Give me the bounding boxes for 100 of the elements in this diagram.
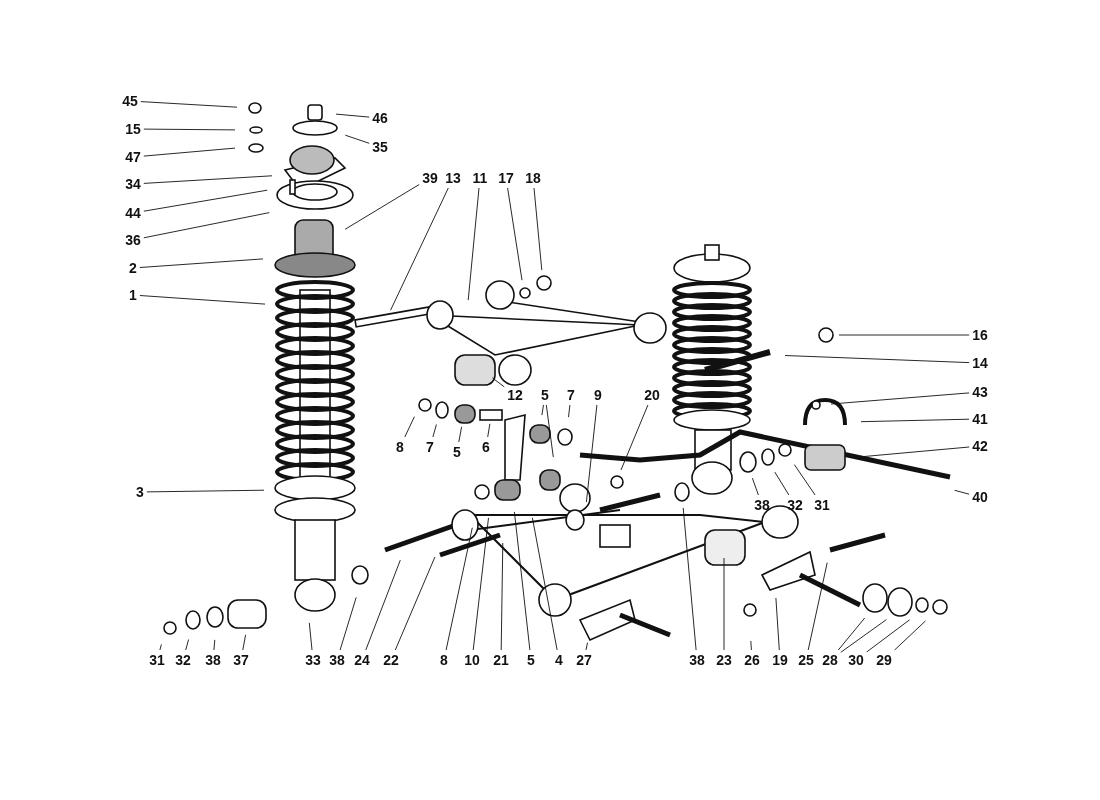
callout-number: 9	[593, 387, 603, 403]
callout-number: 18	[524, 170, 542, 186]
callout-number: 16	[971, 327, 989, 343]
leader-line	[143, 128, 236, 131]
leader-line	[723, 557, 725, 651]
callout-number: 7	[566, 387, 576, 403]
callout-number: 31	[148, 652, 166, 668]
leader-line	[830, 392, 970, 405]
leader-line	[775, 597, 780, 651]
callout-number: 47	[124, 149, 142, 165]
callout-number: 33	[304, 652, 322, 668]
callout-number: 19	[771, 652, 789, 668]
callout-number: 14	[971, 355, 989, 371]
leader-line	[954, 489, 970, 495]
callout-number: 12	[506, 387, 524, 403]
leader-line	[394, 556, 436, 651]
leader-line	[793, 464, 816, 496]
callout-number: 20	[643, 387, 661, 403]
callout-number: 34	[124, 176, 142, 192]
leader-line	[404, 416, 415, 438]
leader-line	[751, 477, 759, 496]
leader-line	[339, 596, 357, 651]
callout-number: 37	[232, 652, 250, 668]
callout-number: 30	[847, 652, 865, 668]
callout-number: 15	[124, 121, 142, 137]
leader-line	[585, 642, 588, 651]
callout-number: 23	[715, 652, 733, 668]
leader-line	[750, 640, 752, 651]
callout-number: 8	[395, 439, 405, 455]
leader-line	[242, 634, 247, 651]
callout-number: 39	[421, 170, 439, 186]
leader-line	[139, 295, 266, 305]
callout-number: 38	[688, 652, 706, 668]
leader-line	[146, 489, 265, 493]
leader-line	[432, 424, 437, 438]
callout-number: 11	[471, 170, 489, 186]
callout-number: 31	[813, 497, 831, 513]
leader-line	[807, 562, 828, 651]
callout-number: 13	[444, 170, 462, 186]
leader-line	[620, 404, 649, 471]
leader-line	[491, 377, 505, 388]
callout-number: 3	[135, 484, 145, 500]
callout-number: 22	[382, 652, 400, 668]
callout-number: 45	[121, 93, 139, 109]
callout-number: 2	[128, 260, 138, 276]
callout-number: 44	[124, 205, 142, 221]
callout-number: 6	[481, 439, 491, 455]
leader-line	[507, 187, 523, 281]
callout-number: 27	[575, 652, 593, 668]
callout-number: 38	[753, 497, 771, 513]
callout-number: 4	[554, 652, 564, 668]
callout-number: 1	[128, 287, 138, 303]
leader-line	[143, 212, 270, 239]
callout-number: 7	[425, 439, 435, 455]
callout-number: 25	[797, 652, 815, 668]
callout-number: 36	[124, 232, 142, 248]
leader-line	[541, 404, 544, 416]
callout-number: 32	[786, 497, 804, 513]
leader-line	[784, 355, 970, 364]
callout-number: 35	[371, 139, 389, 155]
leader-line	[533, 187, 543, 271]
callout-number: 32	[174, 652, 192, 668]
leader-line	[840, 619, 887, 653]
callout-number: 40	[971, 489, 989, 505]
leader-line	[185, 639, 190, 651]
leader-line	[585, 404, 598, 503]
leader-line	[143, 189, 268, 212]
leader-line	[213, 639, 216, 651]
leader-line	[140, 101, 238, 108]
leader-line	[139, 258, 264, 268]
leader-line	[445, 527, 473, 651]
callout-number: 5	[452, 444, 462, 460]
leader-line	[344, 184, 420, 230]
leader-line	[894, 620, 926, 651]
leader-line	[143, 147, 236, 157]
callout-number: 17	[497, 170, 515, 186]
leader-line	[458, 426, 463, 443]
callout-number: 28	[821, 652, 839, 668]
callout-number: 5	[540, 387, 550, 403]
leader-line	[344, 134, 370, 144]
leader-line	[513, 511, 531, 651]
leader-line	[159, 644, 162, 651]
leader-line	[866, 619, 911, 653]
callout-number: 43	[971, 384, 989, 400]
leader-line	[531, 517, 558, 651]
leader-line	[682, 507, 697, 651]
callout-number: 46	[371, 110, 389, 126]
leader-line	[472, 517, 489, 651]
leader-line	[774, 471, 790, 496]
leader-line	[467, 187, 480, 301]
leader-line	[390, 187, 449, 311]
callout-number: 42	[971, 438, 989, 454]
callout-number: 21	[492, 652, 510, 668]
callout-number: 38	[328, 652, 346, 668]
callout-number: 5	[526, 652, 536, 668]
callout-number: 10	[463, 652, 481, 668]
leader-line	[365, 559, 401, 651]
callout-number: 41	[971, 411, 989, 427]
leader-line	[500, 542, 504, 651]
leader-line	[545, 404, 554, 458]
